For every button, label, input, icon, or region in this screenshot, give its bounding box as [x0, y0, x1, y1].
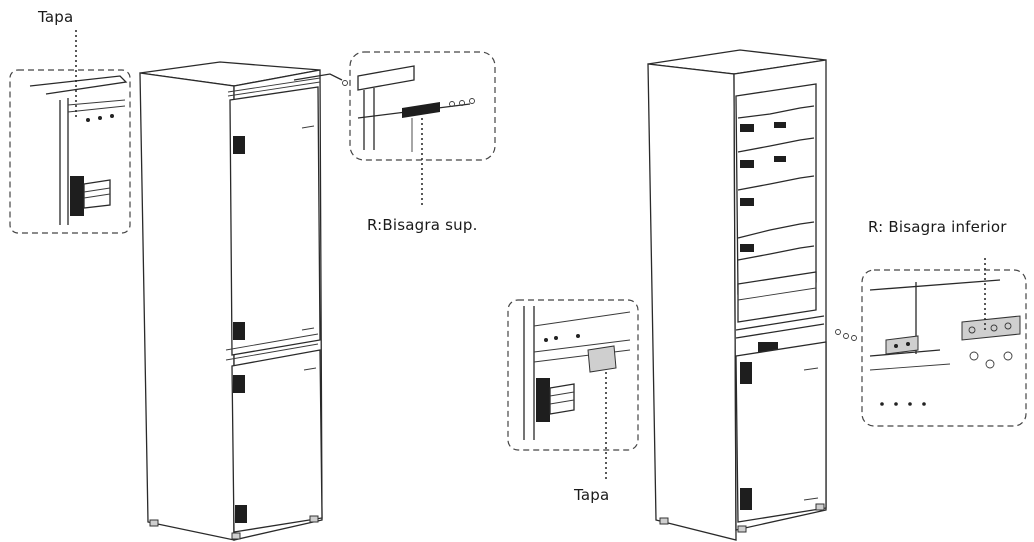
inset-tapa-bottom — [507, 299, 639, 451]
middle-hinge — [233, 322, 245, 340]
label-bisagra-inferior: R: Bisagra inferior — [868, 218, 1007, 236]
inset-bisagra-inferior — [861, 269, 1027, 427]
right-fridge-open — [647, 49, 857, 541]
inset-tapa-top — [9, 69, 131, 234]
inset-bisagra-sup — [349, 51, 496, 161]
left-fridge-closed — [139, 61, 348, 541]
lower-door-hinge — [233, 375, 245, 393]
freezer-door — [735, 341, 827, 523]
upper-door — [229, 86, 321, 356]
label-tapa-bottom: Tapa — [574, 486, 610, 504]
label-bisagra-sup: R:Bisagra sup. — [367, 216, 478, 234]
label-tapa-top: Tapa — [38, 8, 74, 26]
bottom-hinge — [235, 505, 247, 523]
fridge-compartment — [735, 83, 817, 295]
lower-door — [231, 349, 323, 533]
upper-hinge — [233, 136, 245, 154]
